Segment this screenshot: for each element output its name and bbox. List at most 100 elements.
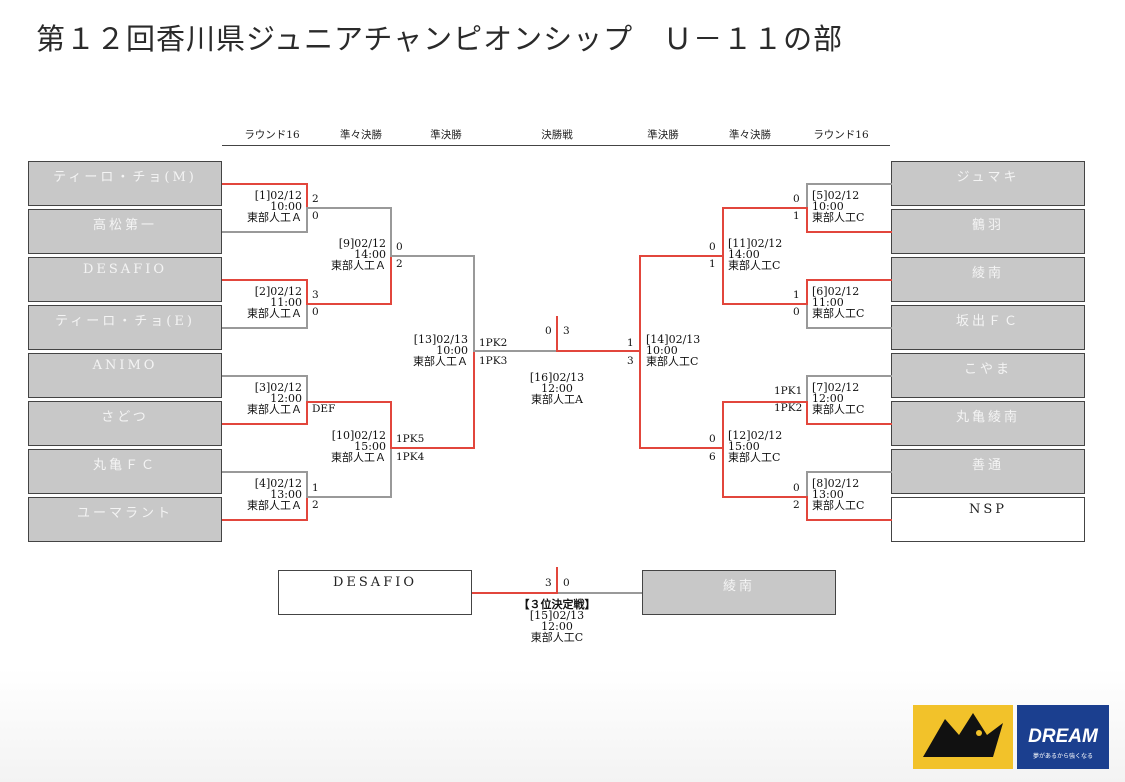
match-10-score-1: 1PK5	[396, 433, 425, 445]
team-left-1: ティーロ・チョ(M)	[28, 161, 222, 206]
line-lsf-vbot	[473, 352, 475, 449]
third-score-2: 0	[563, 577, 570, 589]
logo-text-bg	[1017, 705, 1109, 769]
line-lqb-vbot	[390, 449, 392, 497]
match-9-info: [9]02/12 14:00 東部人工Ａ	[331, 238, 386, 271]
match-15-time: 12:00	[541, 620, 573, 633]
header-rule	[222, 145, 890, 146]
team-left-8: ユーマラント	[28, 497, 222, 542]
match-5-score-2: 1	[793, 210, 800, 222]
line-r5-top	[806, 183, 892, 185]
match-12-score-2: 6	[709, 451, 716, 463]
line-final-left	[473, 350, 557, 352]
match-6-score-2: 0	[793, 306, 800, 318]
line-l3-bot	[222, 423, 308, 425]
match-1-no: [1]02/12	[254, 189, 302, 202]
line-rqa-vtop	[722, 207, 724, 257]
match-2-no: [2]02/12	[254, 285, 302, 298]
match-9-score-2: 2	[396, 258, 403, 270]
round-label-final: 決勝戦	[541, 129, 573, 141]
match-14-info: [14]02/13 10:00 東部人工C	[646, 334, 700, 367]
line-l4-top	[222, 471, 308, 473]
match-14-no: [14]02/13	[646, 333, 701, 346]
match-14-score-2: 3	[627, 355, 634, 367]
round-label-qf-left: 準々決勝	[340, 129, 382, 141]
match-2-time: 11:00	[270, 296, 302, 309]
round-label-sf-right: 準決勝	[647, 129, 679, 141]
match-8-time: 13:00	[812, 488, 844, 501]
match-5-no: [5]02/12	[812, 189, 860, 202]
match-7-score-2: 1PK2	[774, 402, 803, 414]
round-label-r16-right: ラウンド16	[813, 129, 869, 141]
line-rqa-top	[722, 207, 808, 209]
team-left-6: さどつ	[28, 401, 222, 446]
line-lqa-vbot	[390, 257, 392, 305]
line-final-stem	[556, 316, 558, 352]
match-1-venue: 東部人工Ａ	[247, 211, 302, 224]
match-2-venue: 東部人工Ａ	[247, 307, 302, 320]
line-lqa-bot	[306, 303, 392, 305]
line-l4-vtop	[306, 471, 308, 497]
team-right-6: 丸亀綾南	[891, 401, 1085, 446]
team-right-3: 綾南	[891, 257, 1085, 302]
dream-logo: DREAM 夢があるから強くなる	[913, 705, 1109, 769]
line-lqb-bot	[306, 496, 392, 498]
match-1-time: 10:00	[270, 200, 302, 213]
match-14-venue: 東部人工C	[646, 355, 699, 368]
line-rqb-top	[722, 401, 808, 403]
match-2-score-2: 0	[312, 306, 319, 318]
line-rqb-bot	[722, 496, 808, 498]
team-right-7: 善通	[891, 449, 1085, 494]
match-4-score-1: 1	[312, 482, 319, 494]
match-12-venue: 東部人工C	[728, 451, 781, 464]
line-l3-top	[222, 375, 308, 377]
match-16-venue: 東部人工A	[531, 393, 583, 406]
match-16-time: 12:00	[541, 382, 573, 395]
match-15-info: 【３位決定戦】 [15]02/13 12:00 東部人工C	[487, 599, 627, 643]
final-score-2: 3	[563, 325, 570, 337]
line-r7-vbot	[806, 401, 808, 424]
match-8-info: [8]02/12 13:00 東部人工C	[812, 478, 864, 511]
line-l2-bot	[222, 327, 308, 329]
line-l3-vtop	[306, 375, 308, 401]
match-12-score-1: 0	[709, 433, 716, 445]
line-rsf-bot	[639, 447, 724, 449]
team-left-3: DESAFIO	[28, 257, 222, 302]
line-rqa-vbot	[722, 257, 724, 305]
match-1-info: [1]02/12 10:00 東部人工Ａ	[247, 190, 302, 223]
team-right-1: ジュマキ	[891, 161, 1085, 206]
line-r5-bot	[806, 231, 892, 233]
match-9-no: [9]02/12	[338, 237, 386, 250]
logo-subtext: 夢があるから強くなる	[1033, 752, 1093, 760]
match-6-score-1: 1	[793, 289, 800, 301]
match-13-time: 10:00	[436, 344, 468, 357]
round-label-r16-left: ラウンド16	[244, 129, 300, 141]
match-2-info: [2]02/12 11:00 東部人工Ａ	[247, 286, 302, 319]
match-5-info: [5]02/12 10:00 東部人工C	[812, 190, 864, 223]
match-8-score-1: 0	[793, 482, 800, 494]
match-6-time: 11:00	[812, 296, 844, 309]
team-right-4: 坂出ＦＣ	[891, 305, 1085, 350]
match-7-no: [7]02/12	[812, 381, 860, 394]
third-score-1: 3	[545, 577, 552, 589]
round-label-sf-left: 準決勝	[430, 129, 462, 141]
line-r8-bot	[806, 519, 892, 521]
match-4-venue: 東部人工Ａ	[247, 499, 302, 512]
line-r7-top	[806, 375, 892, 377]
match-16-info: [16]02/13 12:00 東部人工A	[497, 372, 617, 405]
line-r6-vtop	[806, 279, 808, 305]
line-lsf-bot	[390, 447, 475, 449]
match-3-venue: 東部人工Ａ	[247, 403, 302, 416]
line-r8-vbot	[806, 497, 808, 520]
line-r6-top	[806, 279, 892, 281]
match-10-no: [10]02/12	[331, 429, 386, 442]
line-l1-vtop	[306, 183, 308, 209]
team-right-5: こやま	[891, 353, 1085, 398]
line-r8-top	[806, 471, 892, 473]
third-place-left-team: DESAFIO	[278, 570, 472, 615]
line-lqa-vtop	[390, 207, 392, 257]
line-r8-vtop	[806, 471, 808, 497]
match-11-venue: 東部人工C	[728, 259, 781, 272]
match-6-info: [6]02/12 11:00 東部人工C	[812, 286, 864, 319]
line-r6-bot	[806, 327, 892, 329]
